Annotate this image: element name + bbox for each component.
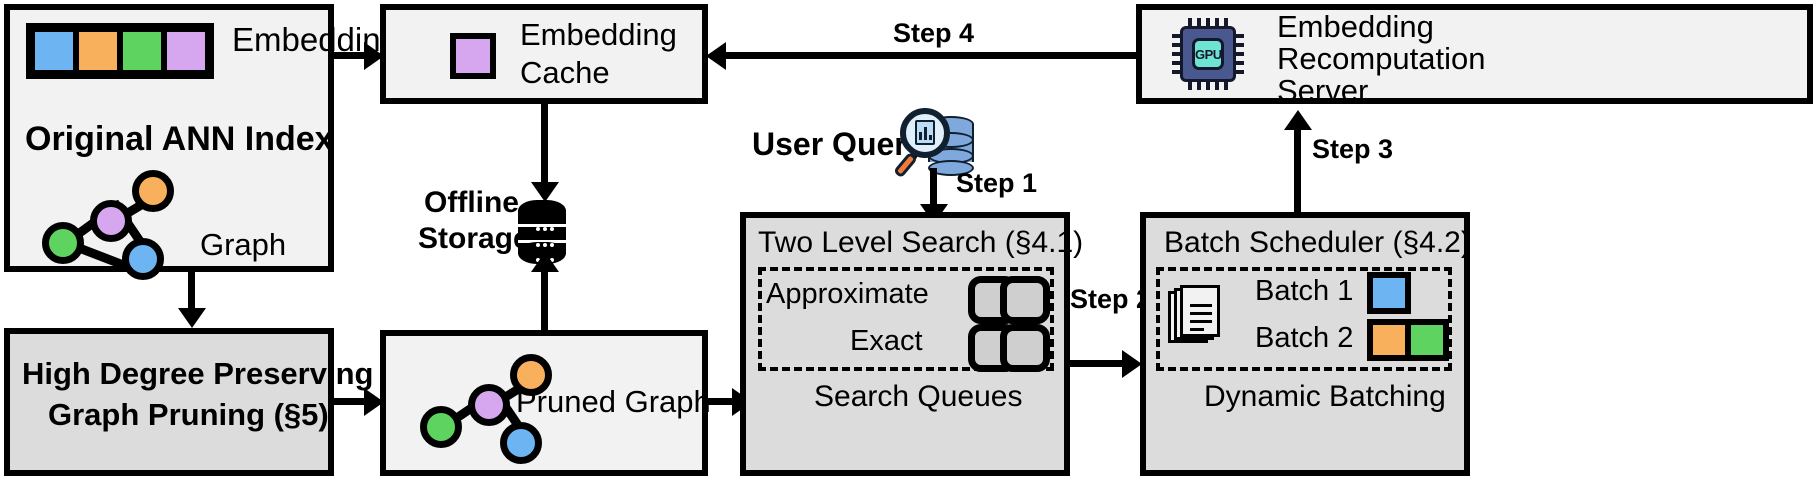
recomputation-server-line3: Server <box>1277 73 1369 108</box>
offline-storage-label-line2: Storage <box>418 222 530 255</box>
step3-arrow-line <box>1294 126 1301 212</box>
arrow-cache-to-storage-head <box>531 182 559 202</box>
embedding-cache-label-line1: Embedding <box>520 17 677 52</box>
batch-2-chip-green <box>1405 319 1449 361</box>
arrow-pruned-to-search-line <box>708 398 740 405</box>
graph-node-orange <box>132 170 174 212</box>
step2-label: Step 2 <box>1070 284 1152 314</box>
search-queue-slot[interactable] <box>1000 276 1050 324</box>
embedding-chip-strip <box>26 23 214 79</box>
embedding-cache-label-line2: Cache <box>520 55 610 90</box>
search-queues-region <box>758 267 1054 371</box>
batch-2-label: Batch 2 <box>1255 322 1354 354</box>
batch-1-chip-blue <box>1367 272 1411 314</box>
dynamic-batching-footer: Dynamic Batching <box>1204 380 1446 413</box>
embedding-cache-chip <box>450 33 496 79</box>
step1-arrow-line <box>930 168 937 210</box>
embedding-chip-purple <box>164 29 208 73</box>
graph-pruning-title-line2: Graph Pruning (§5) <box>48 397 329 432</box>
batch-1-label: Batch 1 <box>1255 275 1354 307</box>
arrow-pruning-to-pruned-head <box>364 388 384 416</box>
arrow-pruning-to-pruned-line <box>334 398 370 405</box>
pruned-graph-visual <box>412 352 582 464</box>
offline-storage-label-line1: Offline <box>424 186 519 219</box>
step4-arrow-head <box>706 42 726 70</box>
step4-arrow-line <box>722 52 1136 59</box>
query-doc-icon <box>915 120 935 145</box>
step1-label: Step 1 <box>956 168 1038 198</box>
arrow-index-to-cache-line <box>334 52 370 59</box>
arrow-index-to-pruning-line <box>188 272 195 314</box>
arrow-pruned-to-storage-head <box>531 252 559 272</box>
magnifier-database-icon <box>892 108 976 179</box>
pruned-graph-label: Pruned Graph <box>516 384 711 419</box>
arrow-pruned-to-storage-line <box>541 268 548 330</box>
original-index-graph <box>34 170 214 280</box>
recomputation-server-box[interactable] <box>1136 4 1813 104</box>
graph-pruning-title-line1: High Degree Preserving <box>22 356 374 391</box>
database-cylinder-icon <box>518 200 566 264</box>
step3-arrow-head <box>1284 110 1312 130</box>
user-query-label: User Query <box>752 126 925 162</box>
embedding-cache-box[interactable] <box>380 4 708 104</box>
gpu-chip-core-label: GPU <box>1192 38 1224 70</box>
graph-node-purple <box>90 200 132 242</box>
search-row-label-exact: Exact <box>850 325 923 357</box>
search-queues-footer: Search Queues <box>814 380 1023 413</box>
dynamic-batching-region <box>1156 267 1452 371</box>
embedding-chip-orange <box>76 29 120 73</box>
step4-label: Step 4 <box>893 18 975 48</box>
graph-pruning-box[interactable] <box>4 328 334 476</box>
arrow-cache-to-storage-line <box>541 104 548 186</box>
graph-node-purple <box>468 384 510 426</box>
arrow-index-to-pruning-head <box>178 308 206 328</box>
arrow-index-to-cache-head <box>364 42 384 70</box>
embedding-chip-blue <box>32 29 76 73</box>
step2-arrow-head <box>1122 350 1142 378</box>
documents-icon <box>1168 285 1228 351</box>
pruned-graph-box[interactable] <box>380 330 708 476</box>
original-ann-index-title: Original ANN Index <box>25 120 334 158</box>
recomputation-server-line2: Recomputation <box>1277 41 1486 76</box>
search-row-label-approximate: Approximate <box>766 278 929 310</box>
gpu-chip-icon: GPU <box>1168 14 1248 94</box>
step2-arrow-line <box>1070 360 1132 367</box>
batch-scheduler-title: Batch Scheduler (§4.2) <box>1164 226 1471 259</box>
embedding-chip-green <box>120 29 164 73</box>
step3-label: Step 3 <box>1312 134 1394 164</box>
graph-node-blue <box>122 238 164 280</box>
search-queue-slot[interactable] <box>1000 324 1050 372</box>
graph-node-green <box>420 406 462 448</box>
gpu-chip-body: GPU <box>1180 26 1236 82</box>
graph-node-green <box>42 222 84 264</box>
two-level-search-title: Two Level Search (§4.1) <box>758 226 1084 259</box>
recomputation-server-line1: Embedding <box>1277 9 1434 44</box>
graph-node-orange <box>510 354 552 396</box>
graph-label: Graph <box>200 227 287 262</box>
graph-node-blue <box>500 422 542 464</box>
